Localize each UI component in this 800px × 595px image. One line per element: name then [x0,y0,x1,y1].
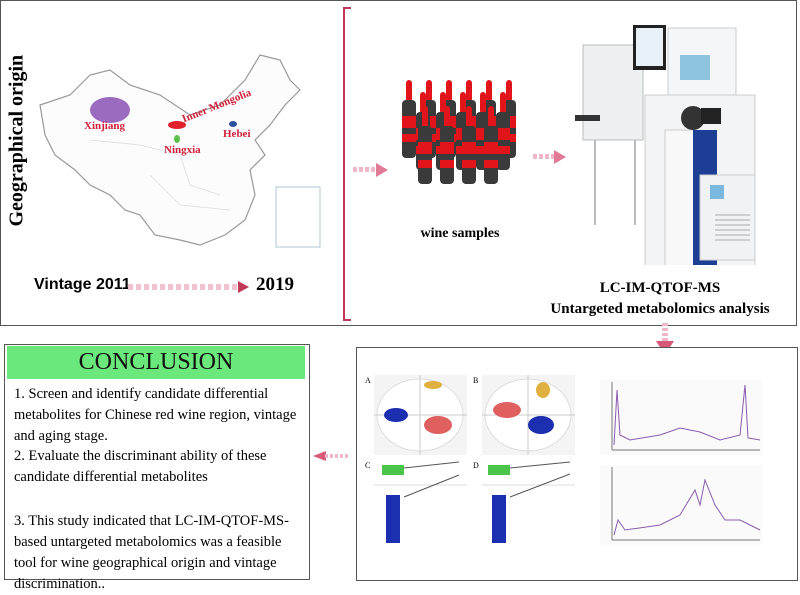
permutation-plot-d [482,461,575,543]
bracket [343,7,351,321]
lc-ms-instrument-image [575,25,756,265]
hebei-marker [229,121,237,127]
conclusion-point-1: 1. Screen and identify candidate differe… [14,386,297,444]
permutation-plot-c [374,461,467,543]
instrument-name: LC-IM-QTOF-MS [599,280,721,296]
arrow-to-conclusion-head [313,451,326,461]
wine-bottle-icon [402,80,416,158]
wine-samples-label: wine samples [420,226,500,241]
vintage-text: Vintage [34,276,92,293]
region-label-ningxia: Ningxia [164,144,201,156]
xinjiang-marker [90,97,130,123]
wine-bottle-icon [496,92,510,170]
region-label-xinjiang: Xinjiang [84,120,125,132]
score-plot-a [374,375,467,455]
wine-bottle-icon [462,106,476,184]
conclusion-point-2: 2. Evaluate the discriminant ability of … [14,448,267,485]
conclusion-point-3: 3. This study indicated that LC-IM-QTOF-… [14,513,289,592]
conclusion-panel [4,344,310,580]
arrow-to-samples-head [376,163,388,177]
vintage-arrow [128,284,240,290]
region-label-hebei: Hebei [223,128,251,140]
arrow-to-instrument-head [554,150,566,164]
score-plot-b [482,375,575,455]
instrument-analysis: Untargeted metabolomics analysis [550,301,770,317]
china-map [39,54,321,248]
inner-mongolia-marker [168,121,186,129]
vintage-label: Vintage 2011 [34,276,131,294]
wine-bottle-icon [440,106,454,184]
arrow-to-samples [353,167,377,172]
wine-bottle-icon [484,106,498,184]
chromatogram-esi-positive [600,380,762,455]
chromatogram-esi-negative [600,465,762,545]
arrow-to-instrument [533,154,555,159]
arrow-to-conclusion [325,454,349,458]
wine-bottle-icon [418,106,432,184]
ningxia-marker [174,135,180,143]
vintage-end: 2019 [256,274,294,295]
panel-label-d: D [473,461,479,470]
vintage-start: 2011 [95,276,131,293]
vintage-arrow-head [238,281,249,293]
conclusion-title: CONCLUSION [7,346,305,379]
geographical-origin-title: Geographical origin [5,54,28,227]
wine-bottles-image [402,80,516,184]
panel-label-b: B [473,376,479,385]
arrow-to-results [662,323,668,343]
panel-label-c: C [365,461,371,470]
panel-label-a: A [365,376,371,385]
